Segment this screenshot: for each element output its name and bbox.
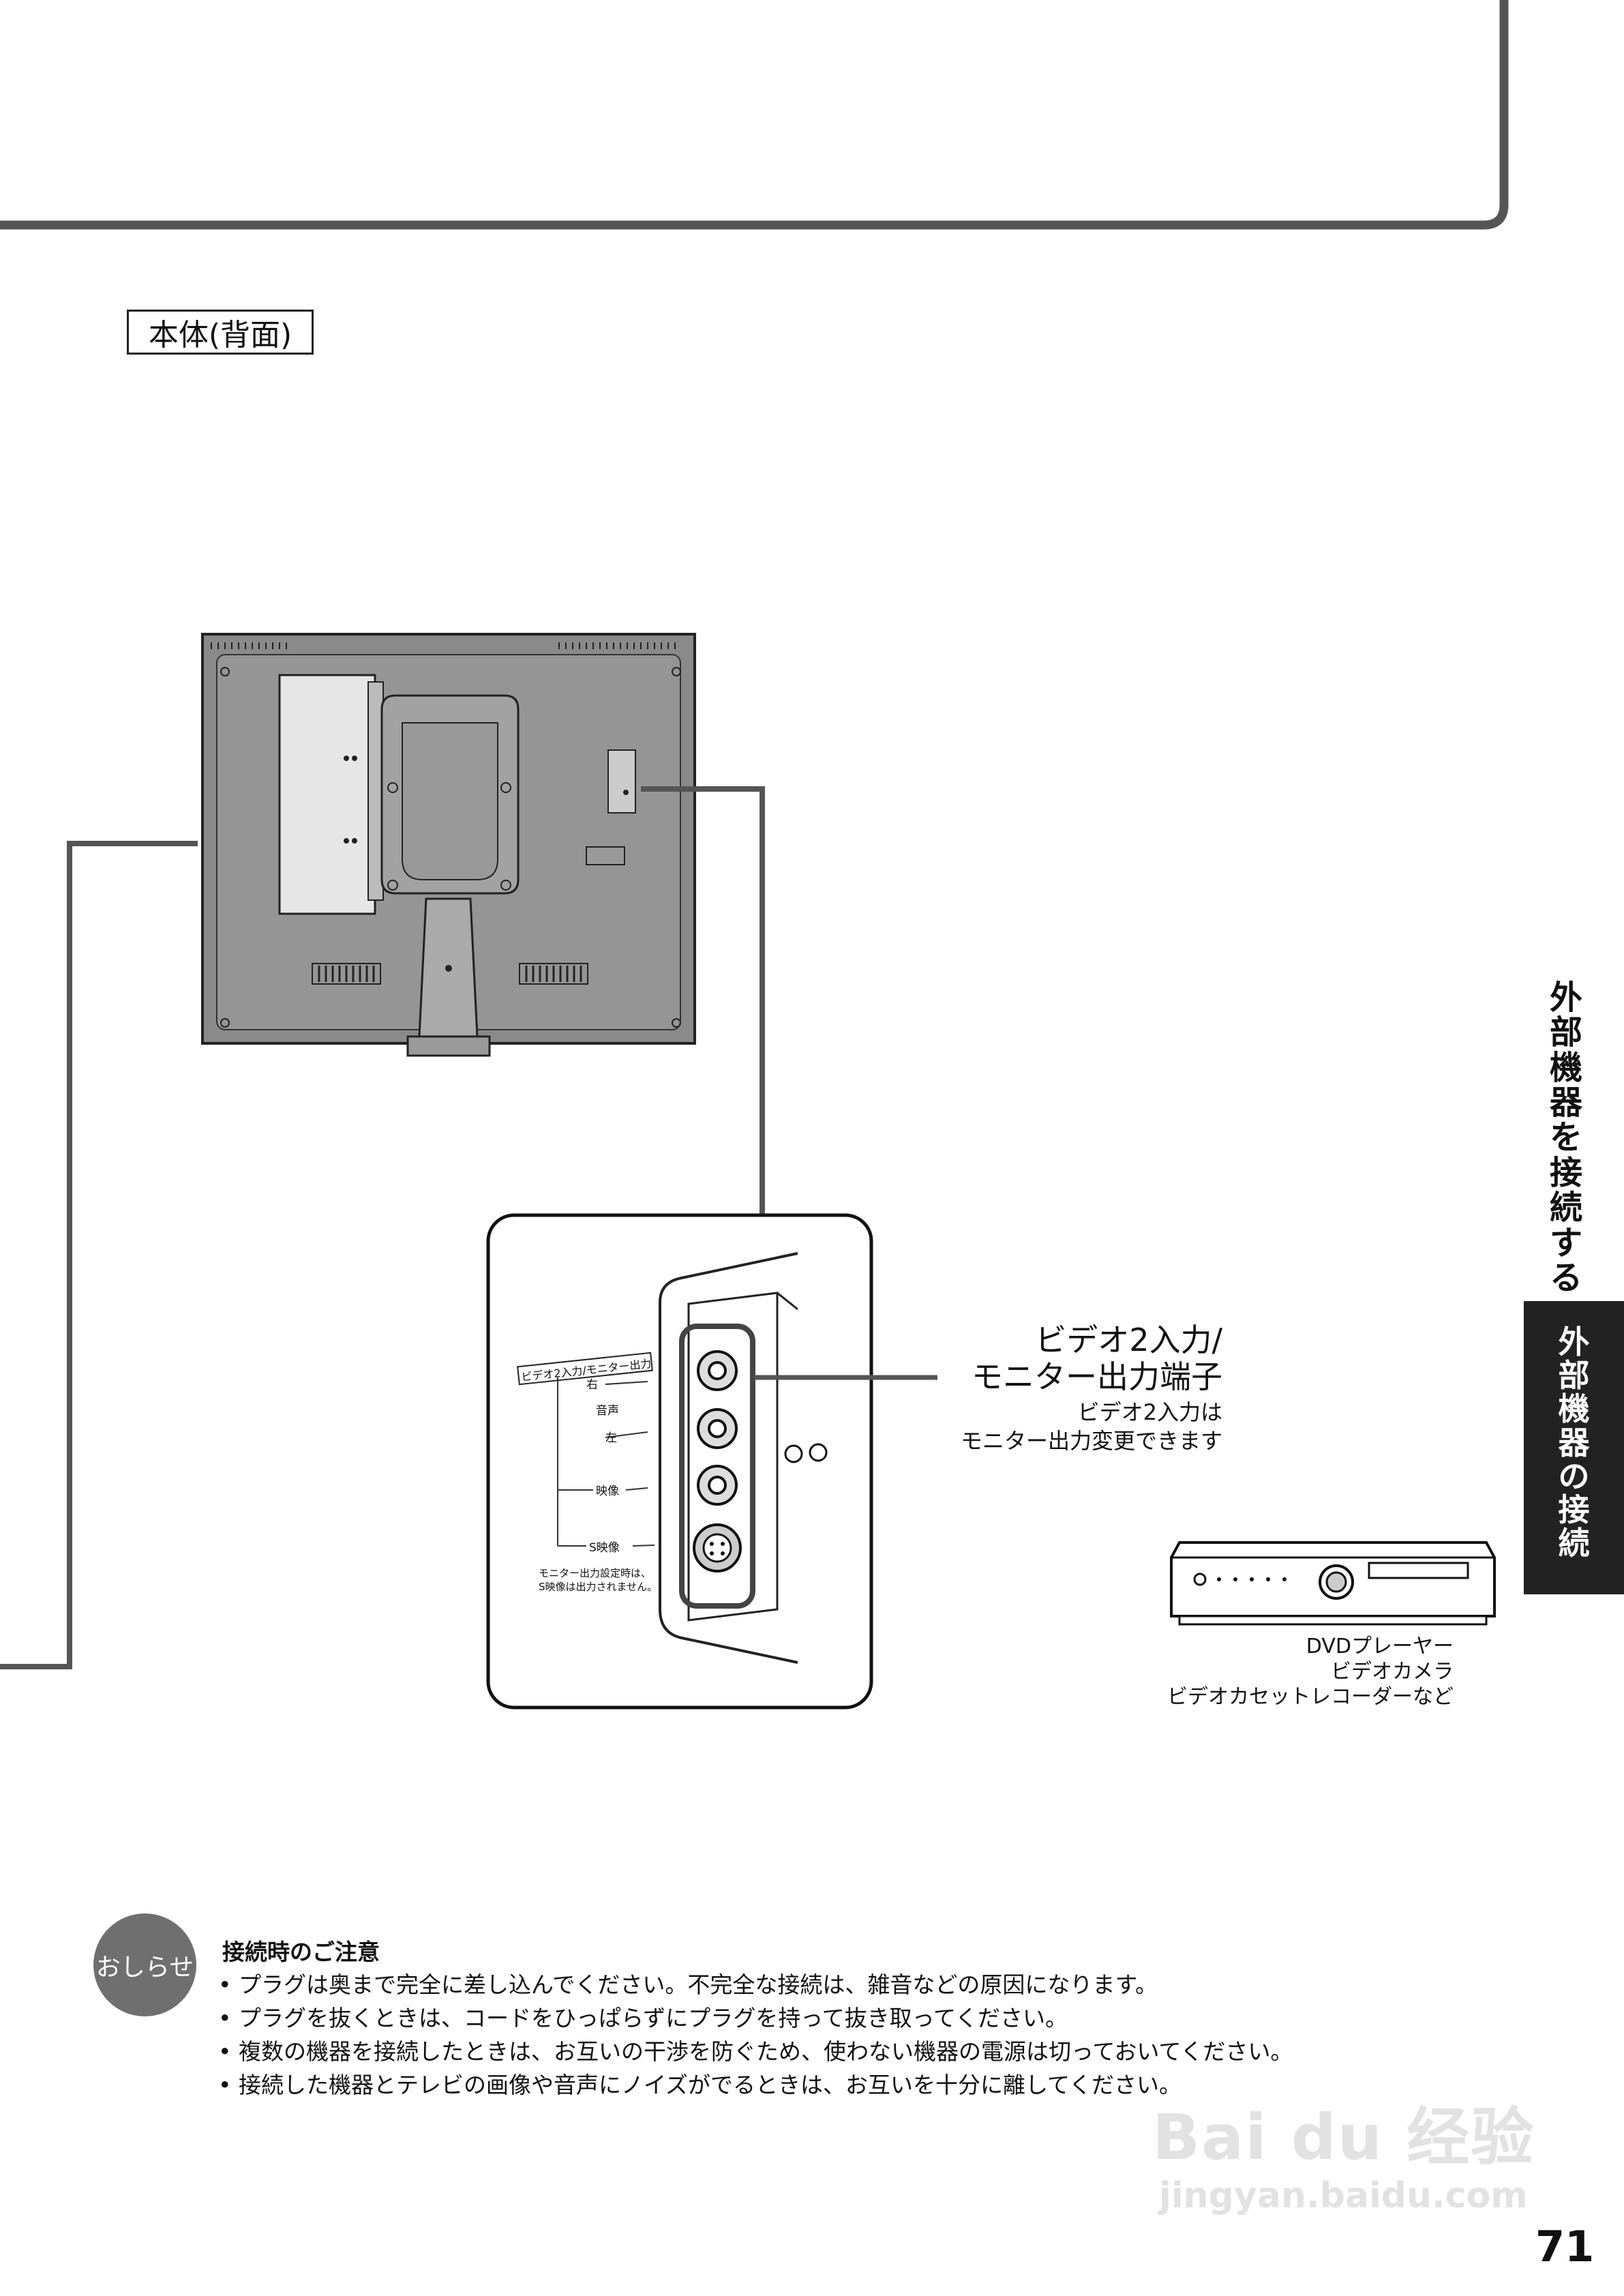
tv-back-illustration: [201, 633, 696, 1057]
watermark-url: jingyan.baidu.com: [1159, 2175, 1528, 2216]
list-item: 接続した機器とテレビの画像や音声にノイズがでるときは、お互いを十分に離してくださ…: [218, 2068, 1293, 2102]
device-caption: DVDプレーヤー ビデオカメラ ビデオカセットレコーダーなど: [1167, 1634, 1454, 1710]
vertical-char: 接: [1549, 1153, 1582, 1192]
list-item: プラグを抜くときは、コードをひっぱらずにプラグを持って抜き取ってください。: [218, 2001, 1293, 2035]
left-connection-line: [0, 841, 198, 1669]
vertical-char: す: [1549, 1223, 1582, 1262]
right-connection-line: [641, 786, 765, 1215]
vertical-char: 続: [1549, 1189, 1582, 1227]
panel-label-audio: 音声: [596, 1404, 619, 1418]
callout-title: ビデオ2入力/ モニター出力端子: [972, 1322, 1222, 1395]
device-caption-line1: DVDプレーヤー: [1306, 1635, 1454, 1658]
device-caption-line2: ビデオカメラ: [1331, 1660, 1454, 1684]
vertical-char: 機: [1558, 1390, 1590, 1428]
vertical-char: 部: [1549, 1013, 1582, 1052]
rear-view-label: 本体(背面): [127, 310, 314, 355]
watermark-logo: Bai du 经验: [1152, 2101, 1535, 2174]
callout-title-line1: ビデオ2入力/: [1035, 1322, 1222, 1358]
callout-title-line2: モニター出力端子: [972, 1358, 1222, 1395]
callout-sub-line2: モニター出力変更できます: [960, 1428, 1222, 1454]
list-item: 複数の機器を接続したときは、お互いの干渉を防ぐため、使わない機器の電源は切ってお…: [218, 2035, 1293, 2068]
vertical-char: を: [1549, 1118, 1582, 1157]
section-heading-vertical: 外部機器を接続する: [1524, 979, 1608, 1297]
list-item: プラグは奥まで完全に差し込んでください。不完全な接続は、雑音などの原因になります…: [218, 1968, 1293, 2001]
vertical-char: 外: [1558, 1324, 1590, 1360]
vertical-char: 部: [1558, 1357, 1590, 1395]
vertical-char: 器: [1558, 1424, 1590, 1461]
device-caption-line3: ビデオカセットレコーダーなど: [1167, 1685, 1454, 1709]
panel-label-left: 左: [605, 1431, 617, 1445]
notice-badge: おしらせ: [93, 1913, 196, 2016]
page-number: 71: [1535, 2222, 1595, 2271]
notice-title: 接続時のご注意: [222, 1939, 380, 1965]
vertical-char: 接: [1558, 1491, 1590, 1529]
panel-note-line2: S映像は出力されません。: [539, 1581, 658, 1593]
notice-list: プラグは奥まで完全に差し込んでください。不完全な接続は、雑音などの原因になります…: [218, 1968, 1293, 2102]
dvd-player-illustration: [1170, 1541, 1496, 1626]
panel-label-video: 映像: [596, 1485, 619, 1498]
vertical-char: 器: [1549, 1084, 1582, 1122]
vertical-char: 外: [1549, 979, 1582, 1017]
vertical-char: 続: [1558, 1525, 1590, 1562]
vertical-char: る: [1549, 1258, 1582, 1297]
terminal-panel-illustration: [517, 1252, 828, 1664]
panel-note-line1: モニター出力設定時は、: [539, 1567, 652, 1579]
vertical-char: 機: [1549, 1048, 1582, 1087]
vertical-char: の: [1558, 1457, 1590, 1495]
panel-label-right: 右: [586, 1378, 598, 1392]
callout-sub-line1: ビデオ2入力は: [1077, 1399, 1222, 1425]
top-frame-line: [0, 0, 1509, 230]
section-tab: 外部機器の接続: [1524, 1301, 1624, 1594]
callout-subtitle: ビデオ2入力は モニター出力変更できます: [961, 1398, 1222, 1455]
panel-label-svideo: S映像: [589, 1541, 620, 1555]
